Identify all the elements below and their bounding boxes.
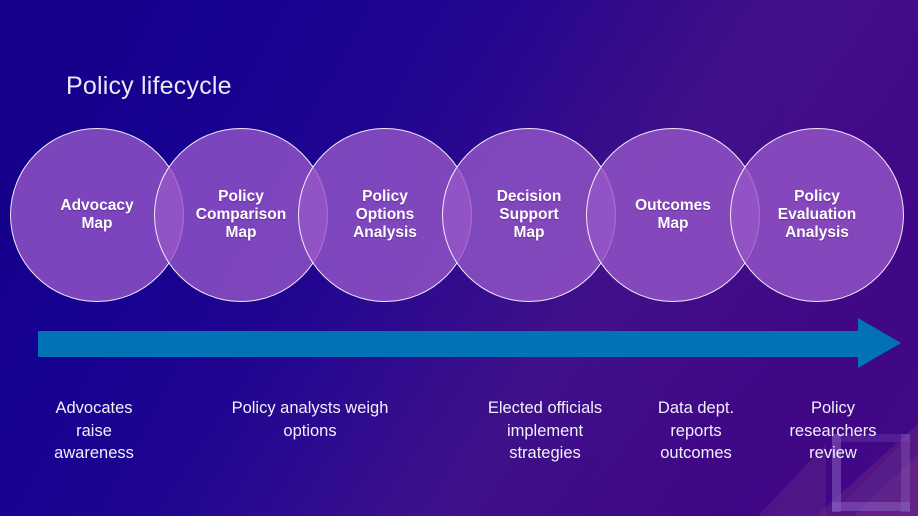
stage-caption-text: Policy researchers review <box>789 398 877 463</box>
stage-caption-text: Data dept. reports outcomes <box>657 398 735 463</box>
venn-diagram: Advocacy Map Policy Comparison Map Polic… <box>0 128 918 304</box>
venn-circle-policy-comparison-map[interactable]: Policy Comparison Map <box>154 128 328 302</box>
page-title: Policy lifecycle <box>66 72 232 100</box>
stage-caption-text: Elected officials implement strategies <box>487 398 603 463</box>
venn-circle-label: Outcomes Map <box>635 196 711 232</box>
stage-caption-text: Advocates raise awareness <box>54 398 134 463</box>
venn-circle-label: Policy Options Analysis <box>353 187 417 242</box>
stage-caption: Advocates raise awareness <box>0 374 188 465</box>
stage-caption: Policy analysts weigh options <box>200 374 420 442</box>
venn-circle-label: Policy Comparison Map <box>195 187 287 242</box>
stage-caption: Data dept. reports outcomes <box>626 374 766 465</box>
venn-circle-label: Decision Support Map <box>496 187 562 242</box>
venn-circle-policy-evaluation-analysis[interactable]: Policy Evaluation Analysis <box>730 128 904 302</box>
stage-caption: Elected officials implement strategies <box>456 374 634 465</box>
arrow-shape-icon <box>38 318 901 368</box>
stage-caption-text: Policy analysts weigh options <box>231 398 389 440</box>
venn-circle-label: Policy Evaluation Analysis <box>777 187 857 242</box>
venn-circle-label: Advocacy Map <box>60 196 134 232</box>
caption-row: Advocates raise awareness Policy analyst… <box>0 374 918 463</box>
stage-caption: Policy researchers review <box>766 374 900 465</box>
progression-arrow <box>0 310 918 376</box>
